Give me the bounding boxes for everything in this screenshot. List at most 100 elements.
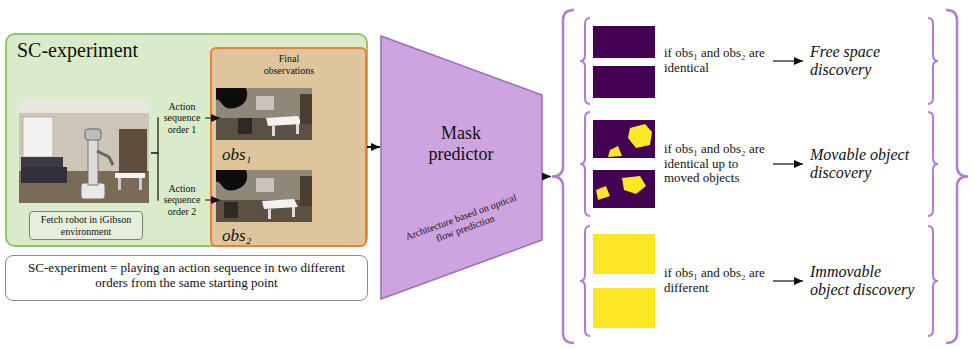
outer-brace xyxy=(946,10,968,343)
text-slot: Architecture based on optical flow predi… xyxy=(398,211,528,234)
group-brace xyxy=(928,112,938,216)
scene-picture xyxy=(21,157,63,169)
node-title: Final observations xyxy=(258,53,320,76)
result-arrow xyxy=(773,61,803,281)
text-slot: SC-experiment = playing an action sequen… xyxy=(14,261,359,291)
text-slot: obs₁ xyxy=(222,145,282,165)
moved-object-mask xyxy=(628,124,652,148)
predictor-trapezoid: Mask predictorArchitecture based on opti… xyxy=(380,35,543,300)
observation-image: obs₁ xyxy=(220,92,316,144)
moved-object-mask xyxy=(622,176,646,194)
observation-picture xyxy=(296,124,299,134)
scene-picture xyxy=(119,129,147,173)
moved-object-mask xyxy=(596,186,610,200)
condition-text: if obs₁ and obs₂ are identical xyxy=(664,46,770,76)
trapezoid-outline xyxy=(380,35,543,300)
observation-picture xyxy=(292,207,295,217)
scene-picture xyxy=(115,173,145,178)
observation-picture xyxy=(266,116,302,126)
scene-picture xyxy=(81,183,105,199)
connector-arrow xyxy=(151,153,220,200)
scene-picture xyxy=(97,151,113,165)
text-slot: Action sequence order 2 xyxy=(159,182,205,219)
trapezoid-shape xyxy=(381,36,542,299)
group-brace xyxy=(580,18,590,104)
text-slot: if obs₁ and obs₂ are different xyxy=(664,266,770,296)
connector-arrow xyxy=(151,118,220,153)
scene-picture xyxy=(85,129,101,140)
observation-picture xyxy=(216,118,312,140)
text-slot: Action sequence order 1 xyxy=(159,100,205,137)
output-arrow xyxy=(543,176,551,178)
scene-picture xyxy=(19,99,149,113)
outcome-text: Free space discovery xyxy=(810,43,922,80)
empty-mask xyxy=(593,26,655,58)
empty-mask xyxy=(593,66,655,98)
outer-brace xyxy=(552,10,968,343)
observation-picture xyxy=(216,170,312,222)
observation-picture xyxy=(272,126,275,136)
node-title: SC-experiment = playing an action sequen… xyxy=(14,261,359,291)
node-title: obs₁ xyxy=(222,145,282,165)
node-title: Fetch robot in iGibson environment xyxy=(29,211,143,240)
moved-object-mask xyxy=(593,120,655,208)
text-slot: if obs₁ and obs₂ are identical xyxy=(664,46,770,76)
scene-picture xyxy=(118,178,121,190)
full-mask xyxy=(593,234,655,328)
output-arrow xyxy=(543,176,551,177)
result-arrow xyxy=(773,163,803,164)
node-title: obs₂ xyxy=(222,226,282,246)
observation-picture xyxy=(224,202,238,218)
observation-picture xyxy=(216,170,247,191)
observation-picture xyxy=(216,170,312,222)
text-slot: Mask predictor xyxy=(415,123,507,164)
observation-picture xyxy=(216,88,247,109)
observation-picture xyxy=(216,88,312,140)
observation-picture xyxy=(216,88,312,140)
full-mask xyxy=(593,234,655,274)
group-brace xyxy=(580,18,938,336)
observation-picture xyxy=(262,199,298,209)
connector-arrow xyxy=(367,146,380,148)
scene-picture xyxy=(139,178,142,190)
observation-image: obs₂ xyxy=(220,174,316,226)
text-slot: SC-experiment xyxy=(17,39,217,62)
group-brace xyxy=(928,18,938,104)
text-slot: Free space discovery xyxy=(810,43,922,80)
full-mask xyxy=(593,288,655,328)
scene-picture xyxy=(23,117,53,157)
node-title: SC-experiment xyxy=(17,39,217,62)
outcome-text: Movable object discovery xyxy=(810,146,922,183)
group-brace xyxy=(580,226,590,336)
node-title: Mask predictor xyxy=(415,123,507,164)
observation-picture xyxy=(256,178,274,192)
moved-object-mask xyxy=(608,146,622,157)
observation-picture xyxy=(300,94,312,124)
observations-panel: obs₁ obs₂ Final observations xyxy=(210,47,367,247)
observation-picture xyxy=(268,209,271,219)
scene-image: Fetch robot in iGibson environment xyxy=(21,101,151,205)
outer-brace xyxy=(552,10,574,343)
observation-picture xyxy=(216,200,312,222)
group-brace xyxy=(580,112,590,216)
observation-picture xyxy=(238,118,252,134)
group-brace xyxy=(928,226,938,336)
moved-object-mask xyxy=(593,120,655,158)
edge-label: Action sequence order 1 xyxy=(159,100,205,137)
observation-picture xyxy=(300,176,312,206)
observation-picture xyxy=(256,96,274,110)
scene-picture xyxy=(88,139,98,185)
moved-object-mask xyxy=(593,170,655,208)
text-slot: Fetch robot in iGibson environment xyxy=(29,211,143,240)
scene-picture xyxy=(19,171,149,203)
text-slot: if obs₁ and obs₂ are identical up to mov… xyxy=(664,142,770,187)
result-arrow xyxy=(773,60,803,61)
scene-picture xyxy=(19,99,149,203)
text-slot: Immovable object discovery xyxy=(810,263,922,300)
scene-picture xyxy=(21,167,67,183)
condition-text: if obs₁ and obs₂ are identical up to mov… xyxy=(664,142,770,187)
scene-picture xyxy=(19,99,149,203)
condition-text: if obs₁ and obs₂ are different xyxy=(664,266,770,296)
text-slot: Final observations xyxy=(258,53,320,76)
